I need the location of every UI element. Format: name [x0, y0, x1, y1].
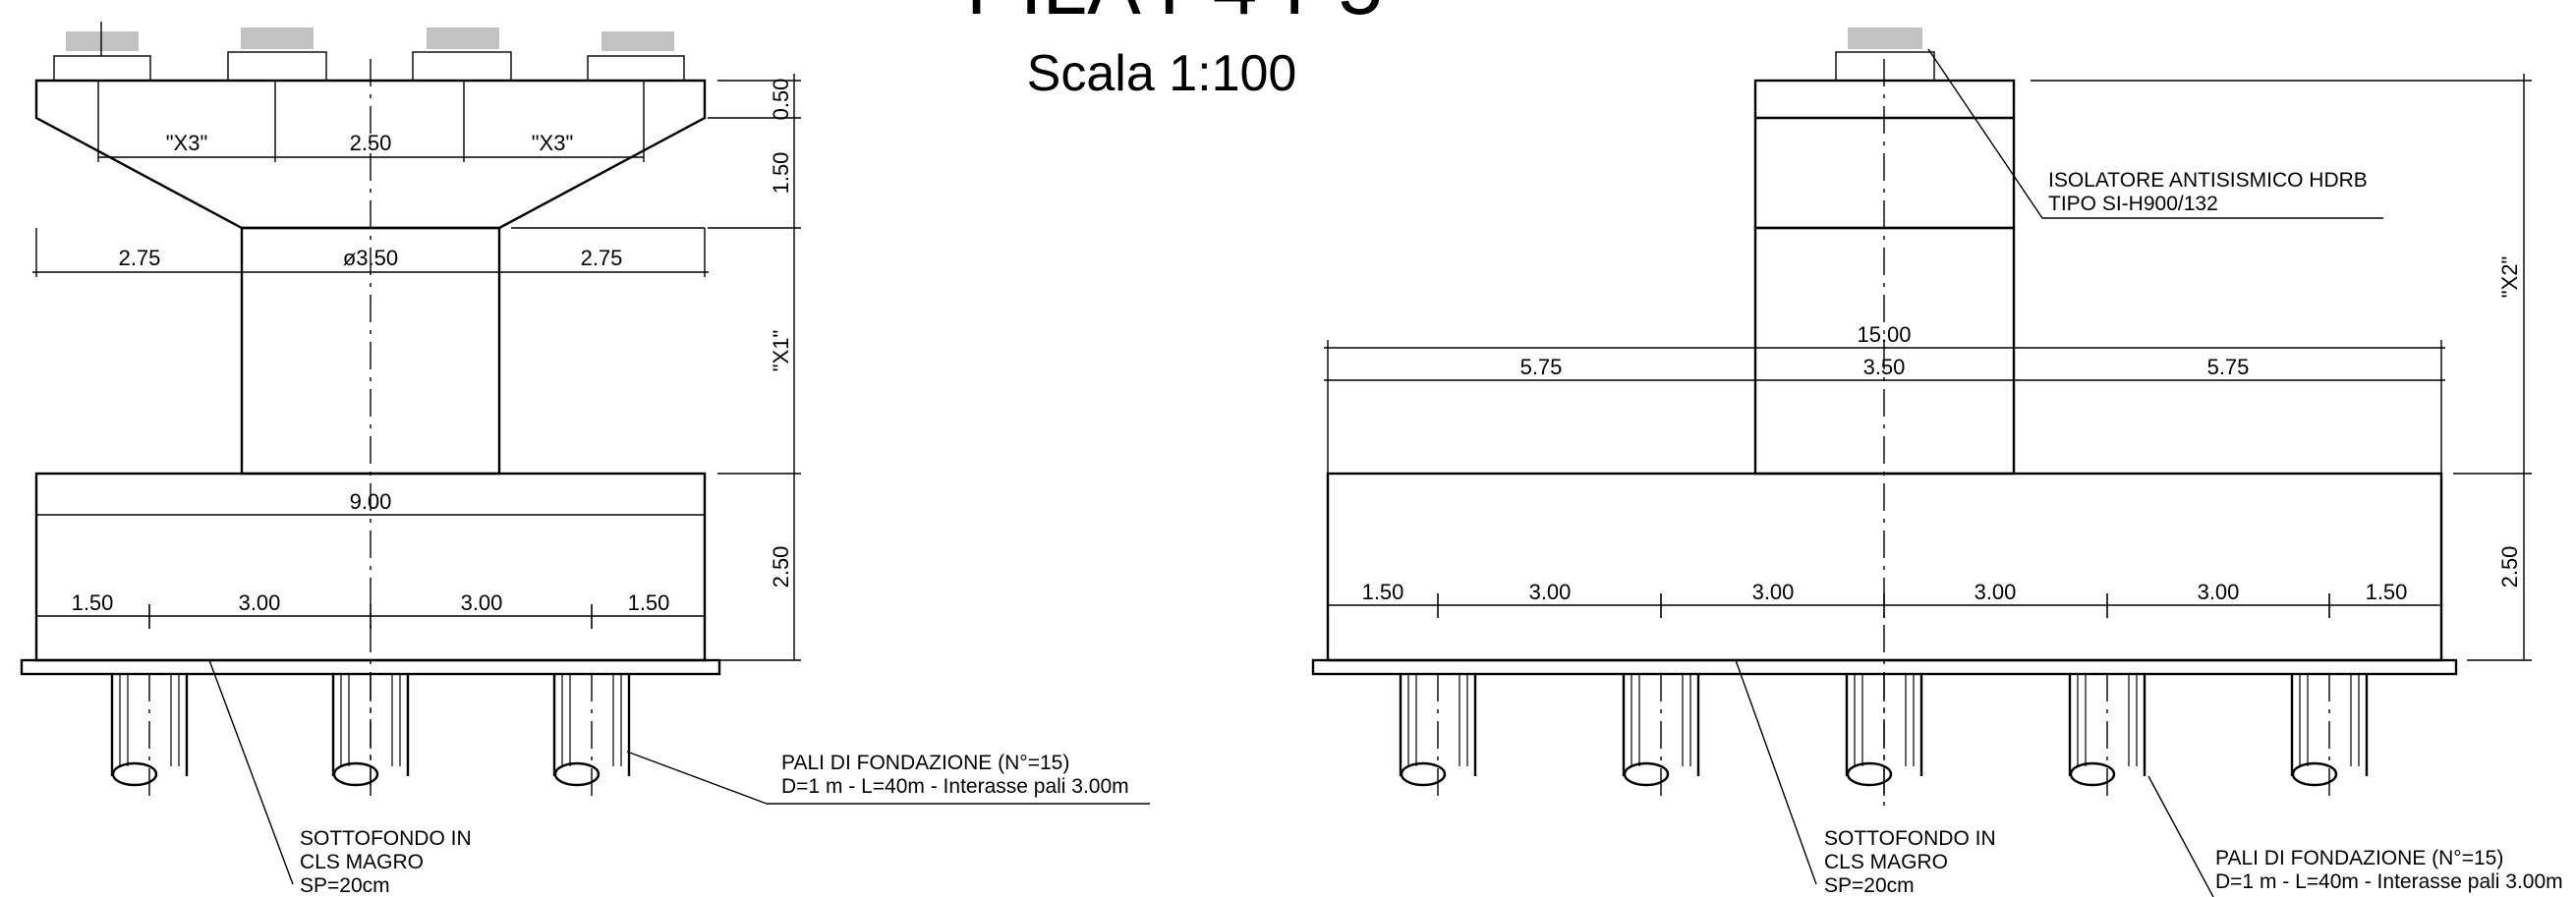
note-lean-left-3: SP=20cm — [300, 874, 390, 897]
dim-pile-spacing: 3.00 — [2198, 580, 2240, 604]
leader-line — [208, 659, 294, 885]
dim-total-width: 15.00 — [1857, 322, 1911, 347]
note-lean-right-3: SP=20cm — [1824, 874, 1915, 897]
dim-pile-spacing: 3.00 — [1975, 580, 2017, 604]
foundation-pile — [331, 674, 410, 796]
right-view: 15.00 5.75 3.50 5.75 1.50 3.00 3.00 3.00… — [1311, 28, 2532, 897]
note-lean-left-1: SOTTOFONDO IN — [300, 827, 472, 850]
dim-cap-right: "X3" — [532, 131, 574, 155]
dim-pier-width: 3.50 — [1863, 355, 1906, 379]
foundation-pile — [110, 674, 189, 796]
dim-pile-edge-left: 1.50 — [1362, 580, 1404, 604]
bearing-pad — [66, 31, 139, 51]
bearing-plinth — [412, 51, 512, 82]
foundation-pile — [1622, 674, 1700, 796]
dim-pile-edge-left: 1.50 — [72, 590, 114, 615]
drawing-title: PILA P4-P5 — [966, 0, 1383, 31]
drawing-scale: Scala 1:100 — [1027, 45, 1297, 102]
dim-side-left: 5.75 — [1520, 355, 1563, 379]
leader-line — [626, 751, 768, 805]
bearing-pad — [241, 28, 314, 49]
dim-footing-width: 9.00 — [350, 489, 392, 514]
note-piles-left-2: D=1 m - L=40m - Interasse pali 3.00m — [781, 775, 1129, 798]
dim-pile-spacing: 3.00 — [239, 590, 281, 615]
note-piles-left-1: PALI DI FONDAZIONE (N°=15) — [781, 752, 1069, 774]
note-piles-right-1: PALI DI FONDAZIONE (N°=15) — [2215, 847, 2503, 869]
dim-pile-edge-right: 1.50 — [2366, 580, 2408, 604]
bearing-pad — [601, 31, 674, 51]
dim-v-footing: 2.50 — [769, 546, 793, 589]
dim-v-pier-height: "X1" — [769, 330, 793, 372]
note-lean-right-2: CLS MAGRO — [1824, 851, 1948, 873]
dim-left-overhang: 2.75 — [119, 246, 161, 270]
dim-side-right: 5.75 — [2207, 355, 2250, 379]
foundation-pile — [2290, 674, 2369, 796]
note-isolator-1: ISOLATORE ANTISISMICO HDRB — [2048, 169, 2368, 192]
dim-pile-edge-right: 1.50 — [628, 590, 670, 615]
note-isolator-2: TIPO SI-H900/132 — [2048, 193, 2218, 215]
bearing-plinth — [587, 55, 685, 82]
leader-line — [2147, 775, 2214, 897]
note-lean-right-1: SOTTOFONDO IN — [1824, 827, 1996, 850]
note-lean-left-2: CLS MAGRO — [300, 851, 424, 873]
dim-pile-spacing: 3.00 — [1529, 580, 1572, 604]
foundation-pile — [2068, 674, 2147, 796]
leader-line — [1927, 48, 2043, 219]
dim-v-cap-top: 0.50 — [769, 79, 793, 121]
note-piles-right-2: D=1 m - L=40m - Interasse pali 3.00m — [2215, 870, 2563, 893]
foundation-pile — [552, 674, 631, 796]
dim-right-overhang: 2.75 — [581, 246, 623, 270]
dim-pier-diameter: ø3.50 — [343, 246, 398, 270]
bearing-plinth — [227, 51, 327, 82]
foundation-pile — [1399, 674, 1477, 796]
dim-v-pier-height: "X2" — [2497, 256, 2522, 299]
bearing-plinth — [53, 55, 151, 82]
left-view: "X3" 2.50 "X3" 2.75 ø3.50 2.75 9.00 1.50… — [20, 22, 1150, 885]
dim-v-footing: 2.50 — [2497, 546, 2522, 589]
leader-line — [1735, 659, 1817, 885]
bearing-pad — [427, 28, 499, 49]
dim-cap-left: "X3" — [166, 131, 208, 155]
dim-cap-middle: 2.50 — [350, 131, 392, 155]
foundation-pile — [1845, 674, 1923, 796]
dim-pile-spacing: 3.00 — [461, 590, 503, 615]
dim-pile-spacing: 3.00 — [1752, 580, 1795, 604]
dim-v-cap-slope: 1.50 — [769, 152, 793, 195]
bearing-plinth — [1835, 51, 1935, 82]
isolator-pad — [1848, 28, 1922, 49]
